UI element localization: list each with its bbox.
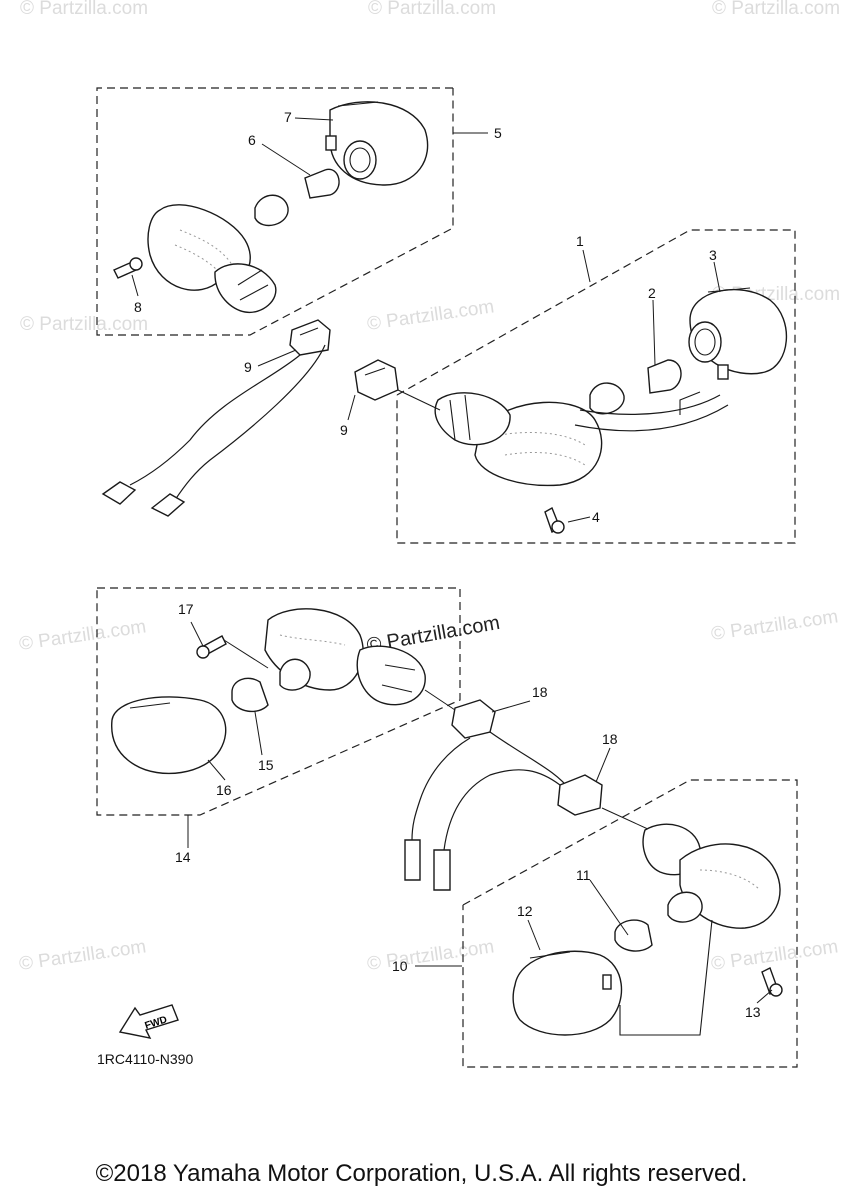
callout-6: 6 <box>248 132 256 148</box>
callout-12: 12 <box>517 903 533 919</box>
assembly-1-group <box>396 229 796 544</box>
watermark: © Partzilla.com <box>20 0 148 19</box>
callout-1: 1 <box>576 233 584 249</box>
watermark: © Partzilla.com <box>710 936 840 975</box>
assembly-14-group <box>96 587 461 816</box>
watermark: © Partzilla.com <box>366 296 496 335</box>
watermark: © Partzilla.com <box>18 616 148 655</box>
callout-9-lower: 9 <box>340 422 348 438</box>
copyright-notice: ©2018 Yamaha Motor Corporation, U.S.A. A… <box>95 1160 748 1187</box>
callout-4: 4 <box>592 509 600 525</box>
watermark: © Partzilla.com <box>710 606 840 645</box>
fwd-arrow-icon: FWD <box>118 1004 179 1039</box>
callout-7: 7 <box>284 109 292 125</box>
callout-15: 15 <box>258 757 274 773</box>
clip-9-upper-group <box>101 319 331 517</box>
callout-leaders <box>131 117 773 1004</box>
watermark: © Partzilla.com <box>368 0 496 19</box>
callout-2: 2 <box>648 285 656 301</box>
callout-10: 10 <box>392 958 408 974</box>
callout-11: 11 <box>576 867 591 883</box>
assembly-5-group <box>96 87 454 336</box>
watermark: © Partzilla.com <box>20 314 148 335</box>
watermark: © Partzilla.com <box>366 936 496 975</box>
assembly-10-group <box>462 774 798 1068</box>
callout-18-upper: 18 <box>532 684 548 700</box>
watermark: © Partzilla.com <box>18 936 148 975</box>
callout-5: 5 <box>494 125 502 141</box>
watermarks: © Partzilla.com © Partzilla.com © Partzi… <box>18 0 840 975</box>
callout-numbers: 1 2 3 4 5 6 7 8 9 9 10 11 12 13 14 15 16… <box>134 109 761 1020</box>
callout-16: 16 <box>216 782 232 798</box>
callout-14: 14 <box>175 849 191 865</box>
callout-17: 17 <box>178 601 194 617</box>
diagram-code: 1RC4110-N390 <box>97 1051 194 1067</box>
callout-9-upper: 9 <box>244 359 252 375</box>
callout-8: 8 <box>134 299 142 315</box>
callout-3: 3 <box>709 247 717 263</box>
callout-13: 13 <box>745 1004 761 1020</box>
clip-9-lower-group <box>354 359 441 411</box>
watermark: © Partzilla.com <box>712 0 840 19</box>
callout-18-lower: 18 <box>602 731 618 747</box>
